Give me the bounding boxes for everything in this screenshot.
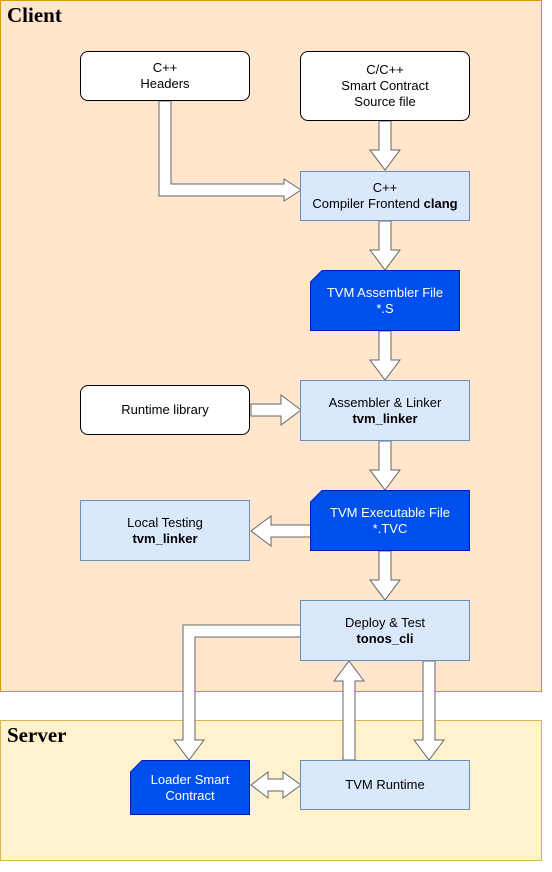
local-testing-node: Local Testing tvm_linker — [80, 500, 250, 561]
cpp-headers-line2: Headers — [140, 76, 190, 91]
arrow-runtime-to-linker — [250, 394, 302, 426]
exec-file-node: TVM Executable File *.TVC — [310, 490, 470, 551]
source-file-line1: C/C++ — [366, 62, 404, 77]
compiler-line2-prefix: Compiler Frontend — [312, 196, 424, 211]
arrow-exec-to-deploy — [369, 550, 401, 601]
local-testing-tool-name: tvm_linker — [132, 530, 198, 546]
local-testing-line1: Local Testing — [127, 514, 203, 530]
arrow-runtime-to-deploy — [333, 660, 365, 761]
compiler-line2: Compiler Frontend clang — [312, 196, 457, 212]
tvm-runtime-node: TVM Runtime — [300, 760, 470, 810]
deploy-line1: Deploy & Test — [345, 614, 425, 630]
server-region-title: Server — [7, 723, 67, 747]
loader-line2: Contract — [165, 787, 215, 803]
card-shape — [130, 760, 250, 815]
arrow-headers-to-compiler — [158, 100, 302, 202]
arrow-deploy-to-loader — [173, 624, 302, 761]
arrow-deploy-to-runtime — [413, 660, 445, 761]
asm-file-line2: *.S — [376, 300, 394, 316]
loader-line1: Loader Smart — [150, 771, 230, 787]
tvm-runtime-line1: TVM Runtime — [345, 777, 425, 792]
source-file-node: C/C++ Smart Contract Source file — [300, 51, 470, 121]
arrow-linker-to-exec — [369, 440, 401, 491]
asm-file-node: TVM Assembler File *.S — [310, 270, 460, 331]
linker-tool-name: tvm_linker — [352, 410, 418, 426]
runtime-library-node: Runtime library — [80, 385, 250, 435]
arrow-compiler-to-asm — [369, 220, 401, 271]
runtime-library-line1: Runtime library — [121, 402, 209, 417]
card-shape — [310, 270, 460, 331]
card-shape — [310, 490, 470, 551]
compiler-line1: C++ — [372, 180, 398, 195]
arrow-asm-to-linker — [369, 330, 401, 381]
loader-contract-node: Loader Smart Contract — [130, 760, 250, 815]
arrow-loader-runtime-bidirectional — [250, 770, 302, 800]
arrow-source-to-compiler — [369, 120, 401, 171]
compiler-tool-name: clang — [423, 196, 458, 211]
cpp-headers-node: C++ Headers — [80, 51, 250, 101]
client-region-title: Client — [7, 3, 62, 27]
linker-line1: Assembler & Linker — [328, 394, 442, 410]
source-file-line2: Smart Contract — [341, 78, 429, 93]
deploy-tool-name: tonos_cli — [356, 630, 414, 646]
asm-file-line1: TVM Assembler File — [326, 284, 444, 300]
exec-file-line2: *.TVC — [372, 520, 408, 536]
cpp-headers-line1: C++ — [152, 60, 178, 75]
exec-file-line1: TVM Executable File — [330, 504, 450, 520]
deploy-test-node: Deploy & Test tonos_cli — [300, 600, 470, 661]
arrow-exec-to-local — [250, 515, 312, 547]
source-file-line3: Source file — [354, 94, 416, 109]
assembler-linker-node: Assembler & Linker tvm_linker — [300, 380, 470, 441]
compiler-frontend-node: C++ Compiler Frontend clang — [300, 171, 470, 221]
